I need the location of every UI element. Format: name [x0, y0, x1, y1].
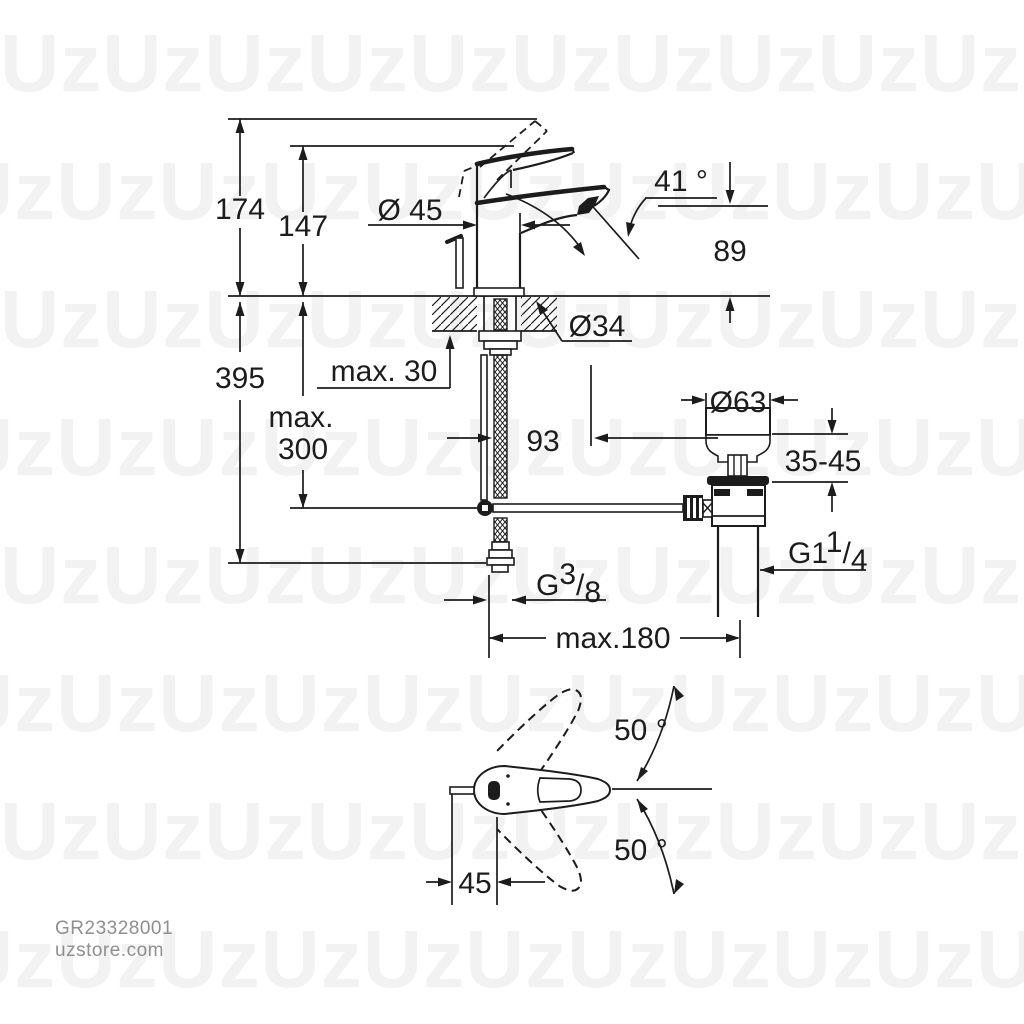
- dim-label-d45: Ø 45: [377, 194, 442, 227]
- dim-body-diameter: Ø 45: [368, 194, 570, 278]
- dim-waste-flange: Ø63: [681, 386, 798, 419]
- supply-hose: [486, 298, 515, 573]
- horizontal-rod: [492, 503, 684, 513]
- dim-total-height: 174: [215, 119, 265, 296]
- dim-label-147: 147: [278, 210, 328, 243]
- dim-spout-outlet-height: 89: [713, 162, 747, 323]
- popup-knob-top: [449, 786, 475, 795]
- pop-up-linkage: [477, 354, 684, 516]
- handle-dashed-upper: [496, 688, 583, 782]
- lever-travel-arc: [505, 193, 583, 251]
- angle-reference-line: [586, 199, 640, 260]
- vertical-rod: [480, 354, 488, 501]
- dim-label-50-lower: 50 °: [614, 834, 668, 867]
- handle-top: [449, 688, 612, 892]
- mounting-shank: [478, 330, 522, 356]
- dim-label-g114: G11/4: [788, 526, 868, 577]
- dimensions: 174 147 395 max. 300: [215, 119, 868, 658]
- top-view: 50 ° 50 ° 45: [426, 685, 712, 905]
- lever-raised-dashed: [458, 120, 548, 198]
- dim-hose-reach: max. 300: [268, 302, 334, 508]
- handle-dashed-lower: [496, 798, 583, 892]
- dim-label-45: 45: [458, 867, 491, 900]
- dim-basin-thickness: 35-45: [772, 408, 861, 512]
- swivel-arcs: 50 ° 50 °: [612, 685, 712, 895]
- aerator: [577, 196, 599, 215]
- faucet-body: [458, 120, 640, 297]
- dim-label-d63: Ø63: [710, 386, 767, 419]
- dim-label-89: 89: [713, 235, 746, 268]
- dim-waste-thread: G11/4: [760, 526, 868, 577]
- dim-label-max180: max.180: [555, 622, 670, 655]
- dim-label-3545: 35-45: [785, 445, 862, 478]
- dim-spout-reach: 93: [447, 365, 718, 458]
- lever-handle: [474, 146, 575, 167]
- dim-spout-top-height: 147: [278, 146, 328, 296]
- dim-mounting-hole: Ø34: [536, 301, 632, 343]
- dim-label-93: 93: [526, 425, 559, 458]
- drain-assembly: [683, 407, 771, 617]
- dim-deck-thickness: max. 30: [317, 335, 455, 389]
- footer: GR23328001 uzstore.com: [55, 918, 173, 961]
- hose-fitting: [486, 541, 515, 573]
- front-view: [228, 118, 771, 617]
- dim-drain-distance: max.180: [488, 575, 741, 658]
- counter-section: [432, 296, 557, 332]
- dim-label-50-upper: 50 °: [614, 714, 668, 747]
- dim-label-d34: Ø34: [569, 310, 626, 343]
- product-code: GR23328001: [55, 918, 173, 939]
- dim-label-max30: max. 30: [331, 355, 438, 388]
- website: uzstore.com: [55, 940, 164, 961]
- base-plate: [473, 287, 525, 297]
- seal-flange: [707, 476, 769, 485]
- dim-label-395: 395: [215, 362, 265, 395]
- dim-label-300: 300: [278, 433, 328, 466]
- dim-label-g38: G3/8: [536, 558, 601, 609]
- dim-pivot-offset: 45: [426, 794, 545, 905]
- handle-slot: [488, 781, 500, 800]
- pop-up-rod: [445, 234, 464, 289]
- dim-overall-depth: 395: [215, 302, 265, 563]
- dim-label-max: max.: [268, 401, 333, 434]
- dim-label-174: 174: [215, 193, 265, 226]
- dim-label-41deg: 41 °: [654, 165, 708, 198]
- dim-supply-thread: G3/8: [444, 558, 606, 609]
- dim-handle-angle: 41 °: [626, 165, 708, 237]
